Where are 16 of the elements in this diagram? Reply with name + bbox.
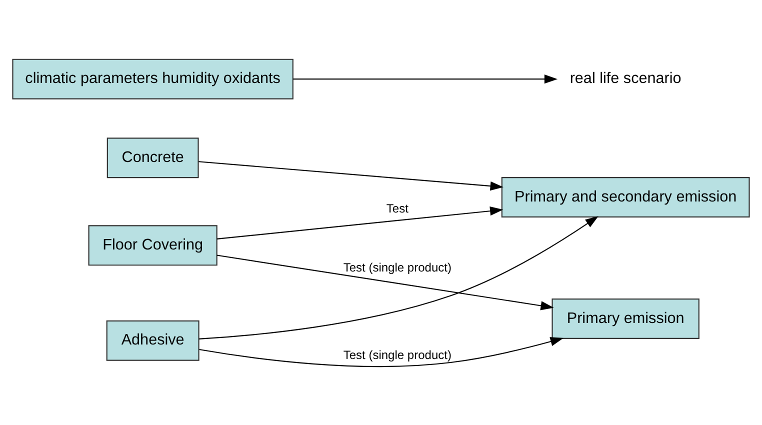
node-box: Concrete [106, 137, 199, 178]
node-box: Primary emission [552, 298, 700, 338]
arrow [198, 160, 504, 190]
arrow [199, 336, 564, 367]
node-box: Primary and secondary emission [501, 176, 750, 217]
node-text: real life scenario [570, 70, 682, 87]
arrow [293, 74, 558, 84]
edge-label: Test (single product) [343, 260, 452, 274]
arrow [198, 216, 598, 339]
edge-label: Test [386, 200, 408, 215]
node-box: Adhesive [106, 320, 200, 360]
node-box: Floor Covering [88, 224, 218, 266]
arrow [216, 206, 504, 240]
arrow [216, 254, 554, 310]
node-box: climatic parameters humidity oxidants [12, 58, 294, 99]
edge-label: Test (single product) [343, 348, 452, 362]
